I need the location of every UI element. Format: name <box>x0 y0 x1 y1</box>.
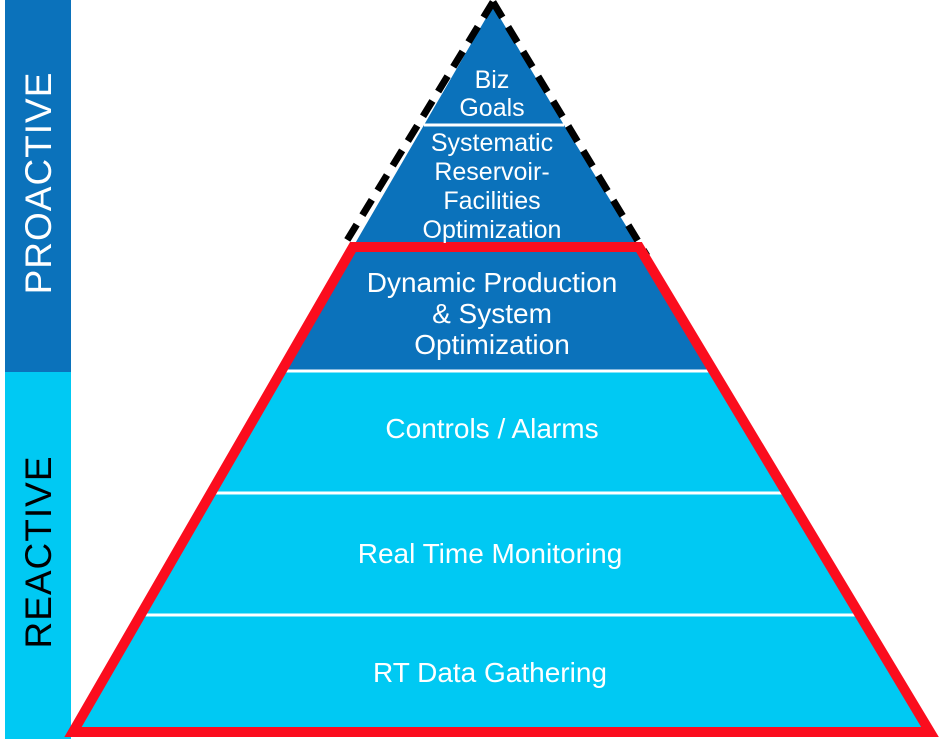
reactive-zone-label: REACTIVE <box>18 455 59 648</box>
proactive-dashed-outline <box>343 0 650 258</box>
level-label-line: Controls / Alarms <box>385 413 598 444</box>
level-biz-goals-shape <box>424 6 564 125</box>
level-label-line: Facilities <box>443 187 540 215</box>
level-label-line: Real Time Monitoring <box>358 538 623 569</box>
proactive-zone-band <box>5 0 71 372</box>
level-label-line: Reservoir- <box>434 158 549 186</box>
level-rt-data-gathering-shape <box>73 615 930 732</box>
sidebar: PROACTIVE REACTIVE <box>5 0 71 739</box>
reactive-zone-band <box>5 372 71 739</box>
level-real-time-monitoring-shape <box>140 493 860 615</box>
level-dynamic-shape <box>281 247 713 371</box>
red-scope-outline <box>64 242 939 737</box>
level-label-line: RT Data Gathering <box>373 657 607 688</box>
level-label-line: Optimization <box>423 216 562 244</box>
pyramid-labels: Biz Goals Systematic Reservoir- Faciliti… <box>358 66 623 688</box>
level-label-line: Goals <box>459 94 524 122</box>
level-label-line: Systematic <box>431 129 553 157</box>
dashed-edge-right <box>490 0 650 258</box>
pyramid <box>73 6 930 732</box>
level-label-line: Biz <box>475 66 510 94</box>
level-controls-alarms-shape <box>211 371 786 493</box>
level-label-line: Dynamic Production <box>367 267 618 298</box>
dashed-edge-left <box>343 0 496 244</box>
level-label-line: Optimization <box>414 329 570 360</box>
proactive-zone-label: PROACTIVE <box>18 72 59 295</box>
level-label-line: & System <box>432 298 552 329</box>
level-systematic-shape <box>353 125 639 247</box>
